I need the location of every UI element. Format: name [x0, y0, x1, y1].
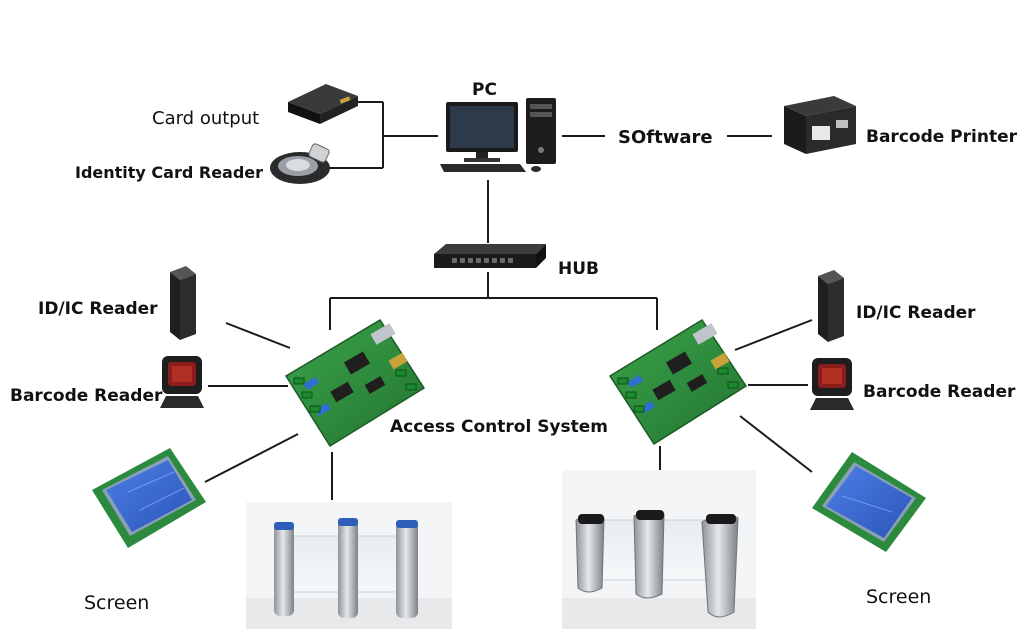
id-ic-reader-left-label: ID/IC Reader [38, 299, 158, 319]
barcode-reader-left-label: Barcode Reader [10, 386, 163, 406]
barcode-reader-right-device [810, 358, 854, 410]
pc-label: PC [472, 80, 497, 100]
lcd-screen-left-device [92, 448, 206, 548]
access-control-board-right [608, 318, 748, 446]
id-ic-reader-right-label: ID/IC Reader [856, 303, 976, 323]
id-ic-reader-right-device [818, 270, 844, 342]
card-dispenser-device [288, 84, 358, 124]
turnstile-gate-left-image [246, 502, 452, 629]
identity-card-reader-label: Identity Card Reader [75, 163, 263, 182]
hub-label: HUB [558, 259, 599, 279]
turnstile-gate-right-image [562, 470, 756, 629]
barcode-reader-right-label: Barcode Reader [863, 382, 1016, 402]
access-control-system-label: Access Control System [390, 417, 608, 437]
software-label: SOftware [618, 127, 713, 148]
barcode-printer-device [784, 96, 856, 154]
screen-right-label: Screen [866, 586, 931, 608]
barcode-printer-label: Barcode Printer [866, 127, 1018, 147]
lcd-screen-right-device [812, 452, 926, 552]
network-hub-device [434, 244, 546, 268]
access-control-board-left [284, 318, 426, 448]
barcode-reader-left-device [160, 356, 204, 408]
card-output-label: Card output [152, 108, 259, 129]
screen-left-label: Screen [84, 592, 149, 614]
connection-lines [204, 101, 813, 500]
pc-computer [440, 98, 556, 172]
id-ic-reader-left-device [170, 266, 196, 340]
identity-card-reader-device [270, 143, 330, 184]
